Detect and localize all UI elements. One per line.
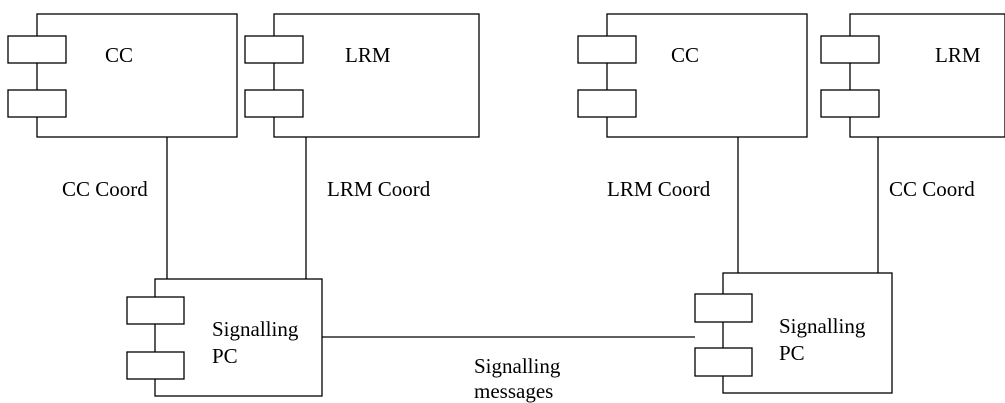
component-port: [244, 35, 304, 64]
right-cc-coord-label: CC Coord: [889, 177, 975, 201]
left-cc-component: CC: [7, 13, 238, 138]
component-port: [577, 89, 637, 118]
component-port: [694, 293, 753, 323]
component-port: [244, 89, 304, 118]
component-port: [126, 296, 185, 325]
signalling-messages-label: Signalling messages: [474, 354, 566, 403]
right-signalling-pc-component: Signalling PC: [694, 272, 893, 394]
component-port: [694, 347, 753, 377]
component-port: [577, 35, 637, 64]
signalling-messages-line1: Signalling: [474, 354, 561, 378]
component-port: [820, 35, 880, 64]
component-port: [7, 35, 67, 64]
component-port: [7, 89, 67, 118]
signalling-messages-line2: messages: [474, 379, 553, 403]
right-lrm-coord-label: LRM Coord: [607, 177, 711, 201]
right-signalling-pc-label: Signalling PC: [779, 314, 871, 365]
left-signalling-pc-component: Signalling PC: [126, 278, 323, 397]
right-lrm-label: LRM: [935, 43, 981, 67]
right-signalling-pc-line2: PC: [779, 341, 805, 365]
left-signalling-pc-label: Signalling PC: [212, 317, 304, 368]
right-cc-component: CC: [577, 13, 808, 138]
left-lrm-component: LRM: [244, 13, 480, 138]
component-port: [820, 89, 880, 118]
component-port: [126, 351, 185, 380]
right-lrm-component: LRM: [820, 13, 1005, 138]
left-lrm-label: LRM: [345, 43, 391, 67]
left-signalling-pc-line2: PC: [212, 344, 238, 368]
left-signalling-pc-line1: Signalling: [212, 317, 299, 341]
left-lrm-coord-label: LRM Coord: [327, 177, 431, 201]
connectors: [166, 137, 879, 338]
right-cc-label: CC: [671, 43, 699, 67]
right-signalling-pc-line1: Signalling: [779, 314, 866, 338]
left-cc-coord-label: CC Coord: [62, 177, 148, 201]
left-cc-label: CC: [105, 43, 133, 67]
